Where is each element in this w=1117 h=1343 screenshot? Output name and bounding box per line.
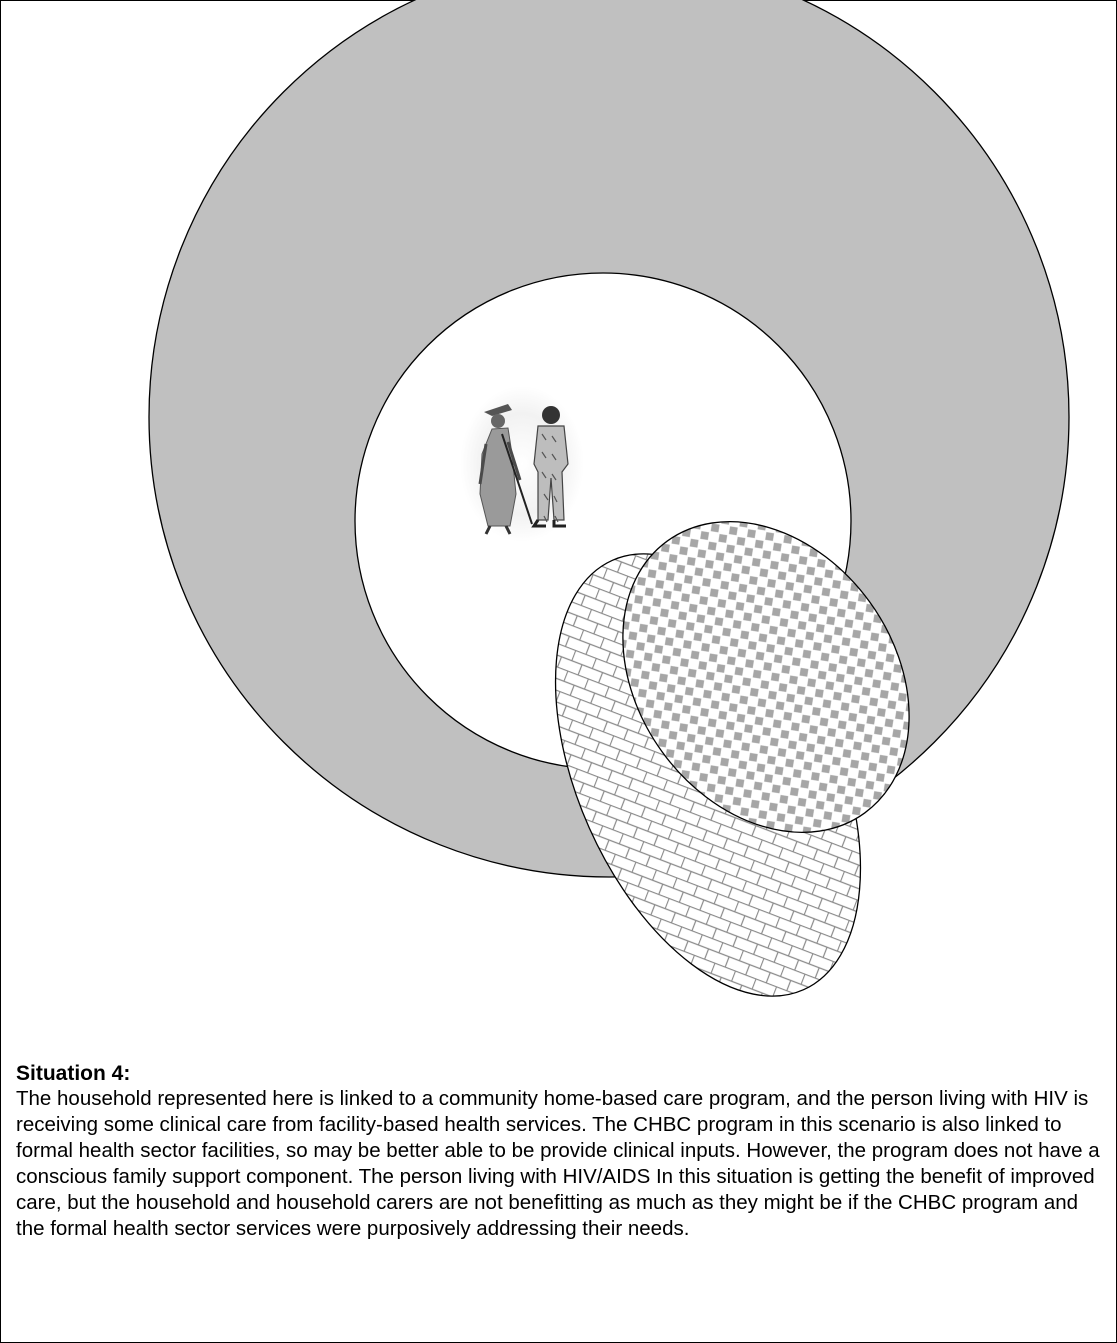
- situation-title: Situation 4:: [16, 1062, 131, 1085]
- household-diagram: [148, 0, 1070, 997]
- people-walking-icon: [460, 386, 584, 542]
- situation-description: The household represented here is linked…: [16, 1087, 1100, 1240]
- situation-caption: Situation 4: The household represented h…: [16, 1061, 1101, 1242]
- diamond-pattern-ellipse: [622, 521, 910, 833]
